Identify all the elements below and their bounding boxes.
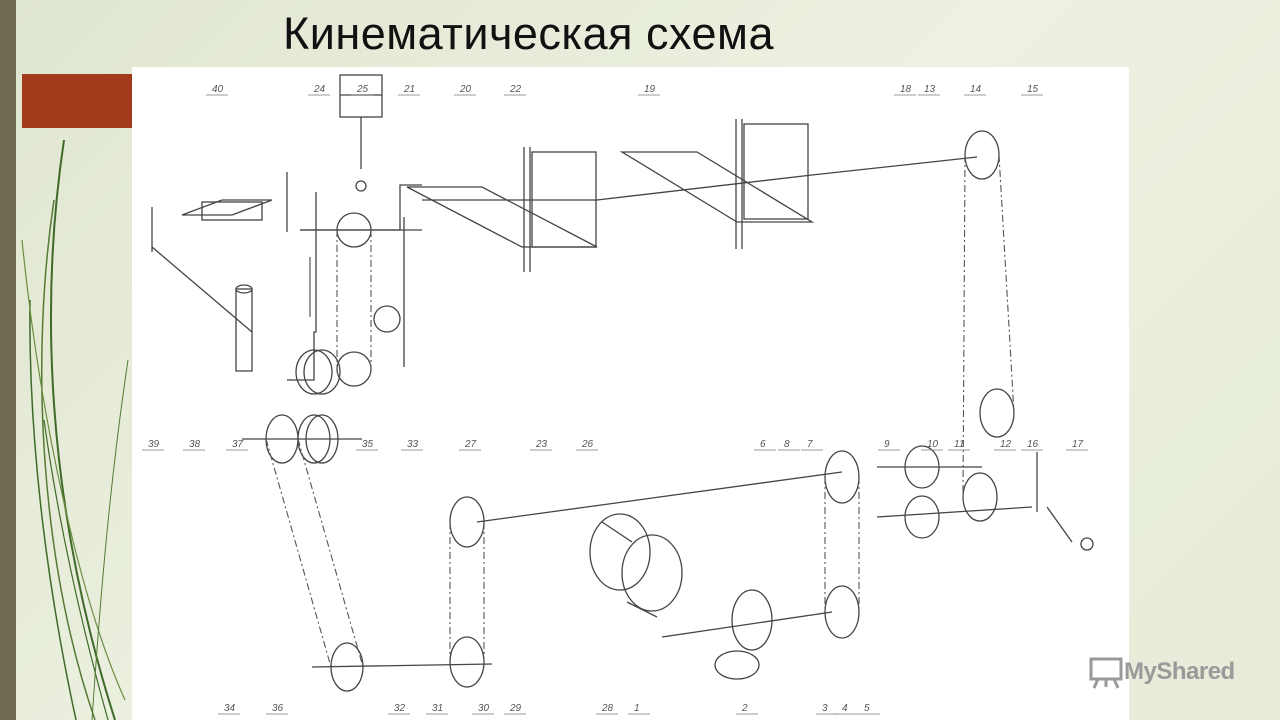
part-number-label: 35 [362,439,374,450]
part-number-label: 13 [924,84,936,95]
part-number-label: 2 [741,703,748,714]
part-number-label: 34 [224,703,236,714]
part-number-label: 16 [1027,439,1039,450]
part-number-label: 8 [784,439,790,450]
part-number-label: 6 [760,439,766,450]
part-number-label: 5 [864,703,870,714]
part-number-label: 37 [232,439,244,450]
part-number-label: 11 [954,439,964,450]
part-number-label: 33 [407,439,419,450]
presentation-board-icon [1089,657,1123,689]
part-number-label: 25 [356,84,369,95]
part-number-label: 36 [272,703,284,714]
part-number-label: 20 [459,84,472,95]
part-number-label: 26 [581,439,594,450]
part-number-label: 4 [842,703,848,714]
part-number-label: 29 [509,703,522,714]
part-number-label: 17 [1072,439,1084,450]
part-number-label: 1 [634,703,640,714]
part-number-label: 23 [535,439,548,450]
part-number-label: 28 [601,703,614,714]
part-number-label: 3 [822,703,828,714]
part-number-label: 30 [478,703,490,714]
part-number-label: 40 [212,84,224,95]
accent-bar [22,74,132,128]
slide-title: Кинематическая схема [283,8,774,59]
part-number-label: 9 [884,439,890,450]
watermark: MyShared [1088,652,1235,692]
part-number-label: 22 [509,84,522,95]
part-number-label: 31 [432,703,443,714]
part-number-label: 39 [148,439,160,450]
part-number-label: 14 [970,84,982,95]
part-number-label: 38 [189,439,201,450]
part-number-label: 7 [807,439,813,450]
part-number-label: 21 [403,84,415,95]
part-number-label: 10 [927,439,939,450]
part-number-label: 18 [900,84,912,95]
part-number-label: 32 [394,703,406,714]
part-number-label: 15 [1027,84,1039,95]
part-number-label: 12 [1000,439,1012,450]
part-number-label: 27 [464,439,477,450]
watermark-text: MyShared [1124,658,1235,685]
part-number-label: 19 [644,84,656,95]
left-side-bar [0,0,16,720]
part-number-label: 24 [313,84,326,95]
